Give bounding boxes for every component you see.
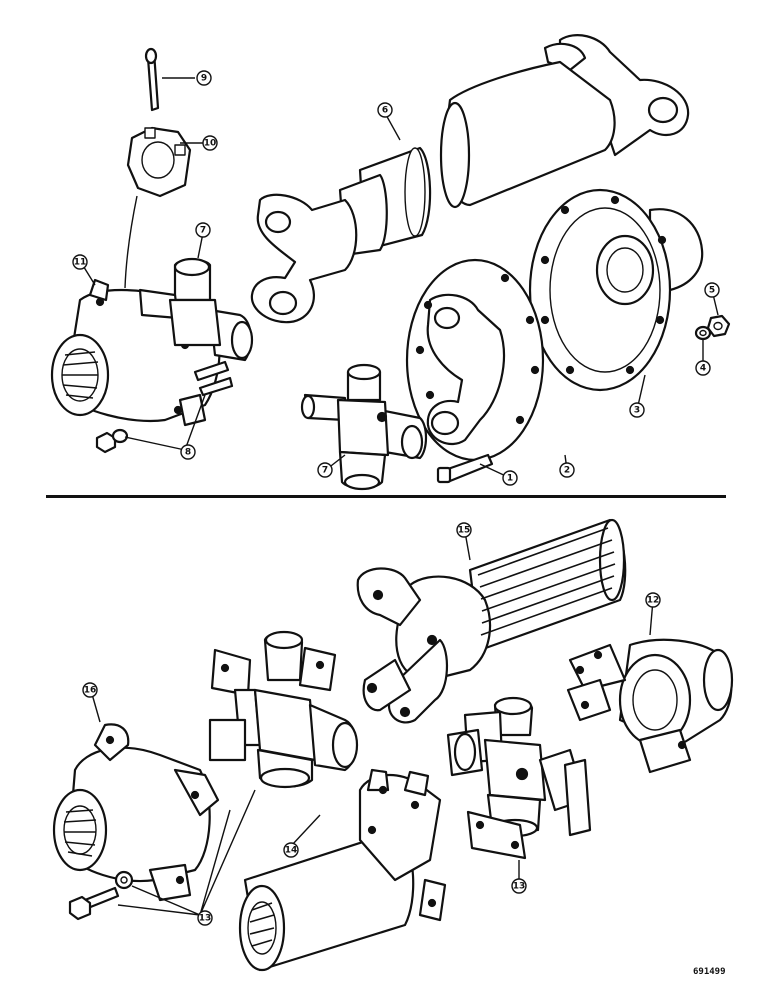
callout-circle	[502, 470, 518, 486]
callout-circle	[196, 70, 212, 86]
callout-label: 13	[199, 914, 212, 924]
callout-label: 5	[709, 286, 715, 296]
callout-circle	[283, 842, 299, 858]
callout-circle	[377, 102, 393, 118]
callout-label: 7	[322, 466, 328, 476]
callout-label: 8	[185, 448, 191, 458]
callout-label: 7	[200, 226, 206, 236]
callout-4: 4	[695, 360, 711, 376]
callout-circle	[704, 282, 720, 298]
callout-label: 4	[700, 364, 706, 374]
nut-washer-8	[95, 428, 129, 454]
callout-circle	[72, 254, 88, 270]
flange-yoke-16	[52, 723, 220, 902]
cotter-pin-9	[144, 47, 160, 112]
cross-bearing-13-right	[446, 696, 592, 860]
sleeve-yoke-14	[238, 768, 447, 972]
flange-yoke-2	[405, 258, 545, 462]
cross-bearing-7-upper	[138, 257, 254, 362]
washer-13	[114, 870, 134, 890]
callout-14: 14	[283, 842, 299, 858]
callout-9: 9	[196, 70, 212, 86]
callout-circle	[180, 444, 196, 460]
callout-13: 13	[197, 910, 213, 926]
callout-7: 7	[195, 222, 211, 238]
callout-circle	[559, 462, 575, 478]
drawing-code: 691499	[693, 967, 726, 977]
callout-label: 3	[634, 406, 640, 416]
callout-label: 16	[84, 686, 97, 696]
callout-6: 6	[377, 102, 393, 118]
callout-13: 13	[511, 878, 527, 894]
yoke-15-splines	[477, 527, 616, 636]
yoke-16-splines	[63, 809, 97, 857]
callout-circle	[511, 878, 527, 894]
callout-circle	[202, 135, 218, 151]
callout-label: 6	[382, 106, 388, 116]
bolt-8	[193, 360, 234, 397]
callout-2: 2	[559, 462, 575, 478]
callout-16: 16	[82, 682, 98, 698]
callout-7: 7	[317, 462, 333, 478]
callout-11: 11	[72, 254, 88, 270]
callout-circle	[197, 910, 213, 926]
callout-circle	[629, 402, 645, 418]
callout-circle	[195, 222, 211, 238]
callout-label: 10	[204, 139, 217, 149]
callout-8: 8	[180, 444, 196, 460]
drive-shaft-assembly	[250, 34, 690, 324]
callout-label: 11	[74, 258, 87, 268]
leader-lines-bottom	[91, 531, 654, 916]
flange-yoke-12	[566, 638, 734, 774]
callout-3: 3	[629, 402, 645, 418]
callout-label: 13	[513, 882, 526, 892]
callout-1: 1	[502, 470, 518, 486]
callout-label: 12	[647, 596, 660, 606]
cross-bearing-13-left	[208, 630, 359, 789]
bolt-13	[68, 886, 120, 921]
callout-circle	[456, 522, 472, 538]
callout-circle	[317, 462, 333, 478]
sleeve-14-splines	[249, 902, 275, 947]
callout-10: 10	[202, 135, 218, 151]
bolt-1	[436, 453, 494, 484]
callout-label: 1	[507, 474, 513, 484]
callout-label: 9	[201, 74, 207, 84]
callout-15: 15	[456, 522, 472, 538]
nut-5	[706, 314, 731, 338]
callout-circle	[82, 682, 98, 698]
callout-12: 12	[645, 592, 661, 608]
flange-yoke-3	[528, 188, 704, 392]
cross-bearing-7-lower	[300, 363, 428, 491]
callout-label: 2	[564, 466, 570, 476]
section-divider	[46, 495, 726, 498]
callout-circle	[695, 360, 711, 376]
callout-label: 14	[285, 846, 298, 856]
splined-yoke-15	[356, 518, 627, 724]
castle-nut-10	[126, 126, 192, 198]
flange-11-splines	[62, 351, 99, 399]
callout-label: 15	[458, 526, 471, 536]
callout-5: 5	[704, 282, 720, 298]
callout-circle	[645, 592, 661, 608]
lock-washer-4	[694, 325, 712, 341]
